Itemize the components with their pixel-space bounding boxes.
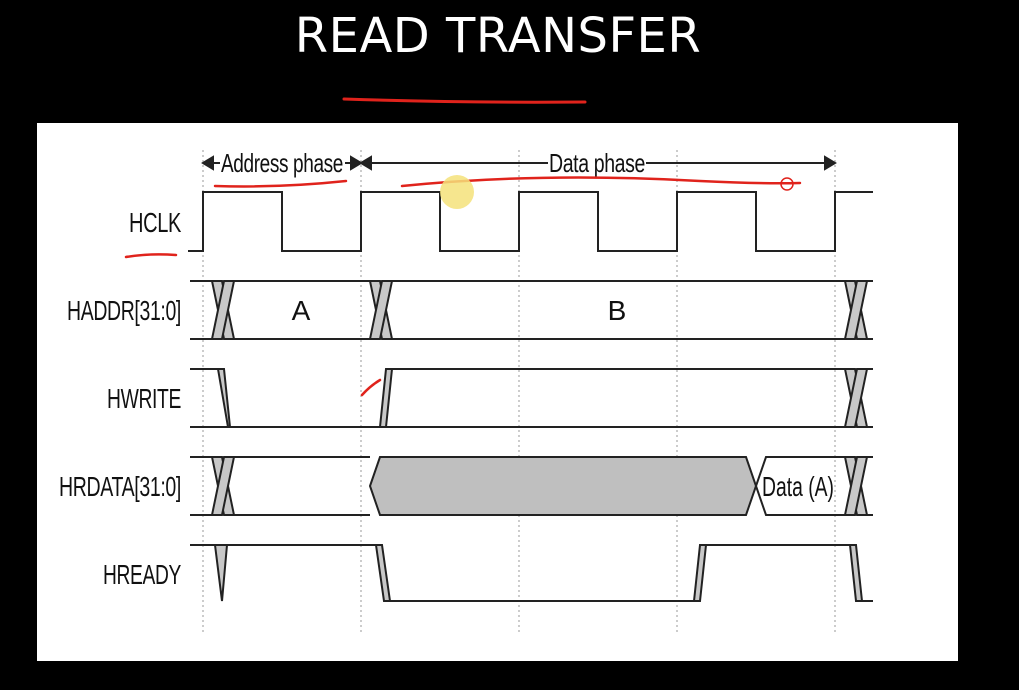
slide-title: READ TRANSFER bbox=[294, 8, 702, 64]
hready-waveform bbox=[190, 544, 873, 602]
address-phase-arrow bbox=[201, 155, 363, 171]
hrdata-waveform bbox=[190, 456, 873, 516]
pen-cursor-icon bbox=[780, 177, 794, 191]
data-phase-underline-annotation bbox=[400, 176, 802, 188]
address-phase-label: Address phase bbox=[221, 148, 343, 178]
address-phase-underline-annotation bbox=[213, 179, 348, 188]
diagram-panel bbox=[37, 123, 958, 661]
data-phase-arrow bbox=[359, 155, 837, 171]
hwrite-label: HWRITE bbox=[107, 383, 181, 414]
haddr-label: HADDR[31:0] bbox=[67, 295, 181, 326]
hrdata-value-a: Data (A) bbox=[762, 471, 834, 502]
hwrite-waveform bbox=[190, 368, 873, 428]
haddr-waveform bbox=[190, 280, 873, 340]
hrdata-label: HRDATA[31:0] bbox=[59, 471, 181, 502]
title-underline-annotation bbox=[342, 97, 587, 104]
hclk-label: HCLK bbox=[129, 207, 182, 238]
haddr-value-b: B bbox=[608, 295, 627, 326]
hready-label: HREADY bbox=[103, 559, 182, 590]
hwrite-edge-annotation bbox=[360, 378, 382, 397]
pointer-cursor-icon bbox=[440, 175, 474, 209]
hclk-waveform bbox=[188, 191, 873, 252]
haddr-value-a: A bbox=[292, 295, 311, 326]
data-phase-label: Data phase bbox=[549, 148, 645, 178]
hclk-underline-annotation bbox=[124, 253, 178, 259]
